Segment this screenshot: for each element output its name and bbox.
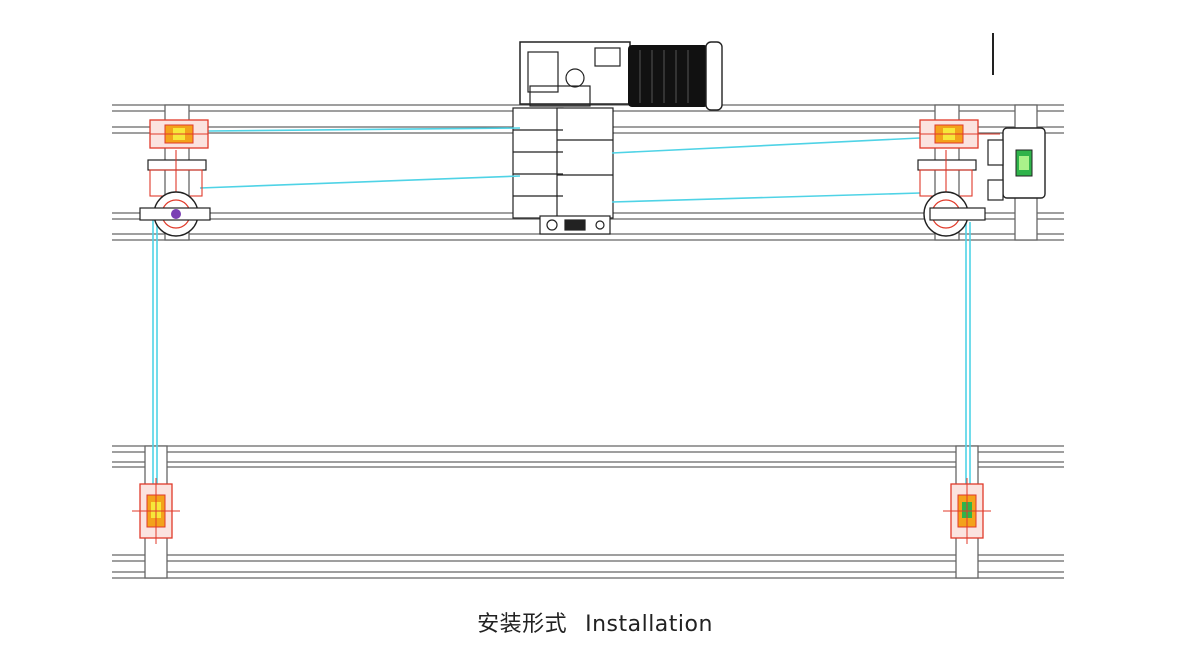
- motor-body: [628, 41, 723, 111]
- lower-rail: [112, 445, 1064, 579]
- junction-box: [987, 127, 1046, 201]
- figure-caption: 安装形式 Installation: [0, 606, 1190, 638]
- installation-diagram: [112, 33, 1064, 579]
- caption-english: Installation: [585, 612, 713, 637]
- rope-drum: [512, 107, 614, 235]
- hoist-motor-gearbox: [512, 33, 994, 235]
- right-upper-trolley: [917, 119, 1000, 237]
- cable-runs: [152, 127, 971, 495]
- right-lower-clamp: [943, 478, 991, 544]
- left-upper-trolley: [139, 119, 211, 237]
- caption-chinese: 安装形式: [477, 612, 568, 637]
- left-lower-clamp: [132, 478, 180, 544]
